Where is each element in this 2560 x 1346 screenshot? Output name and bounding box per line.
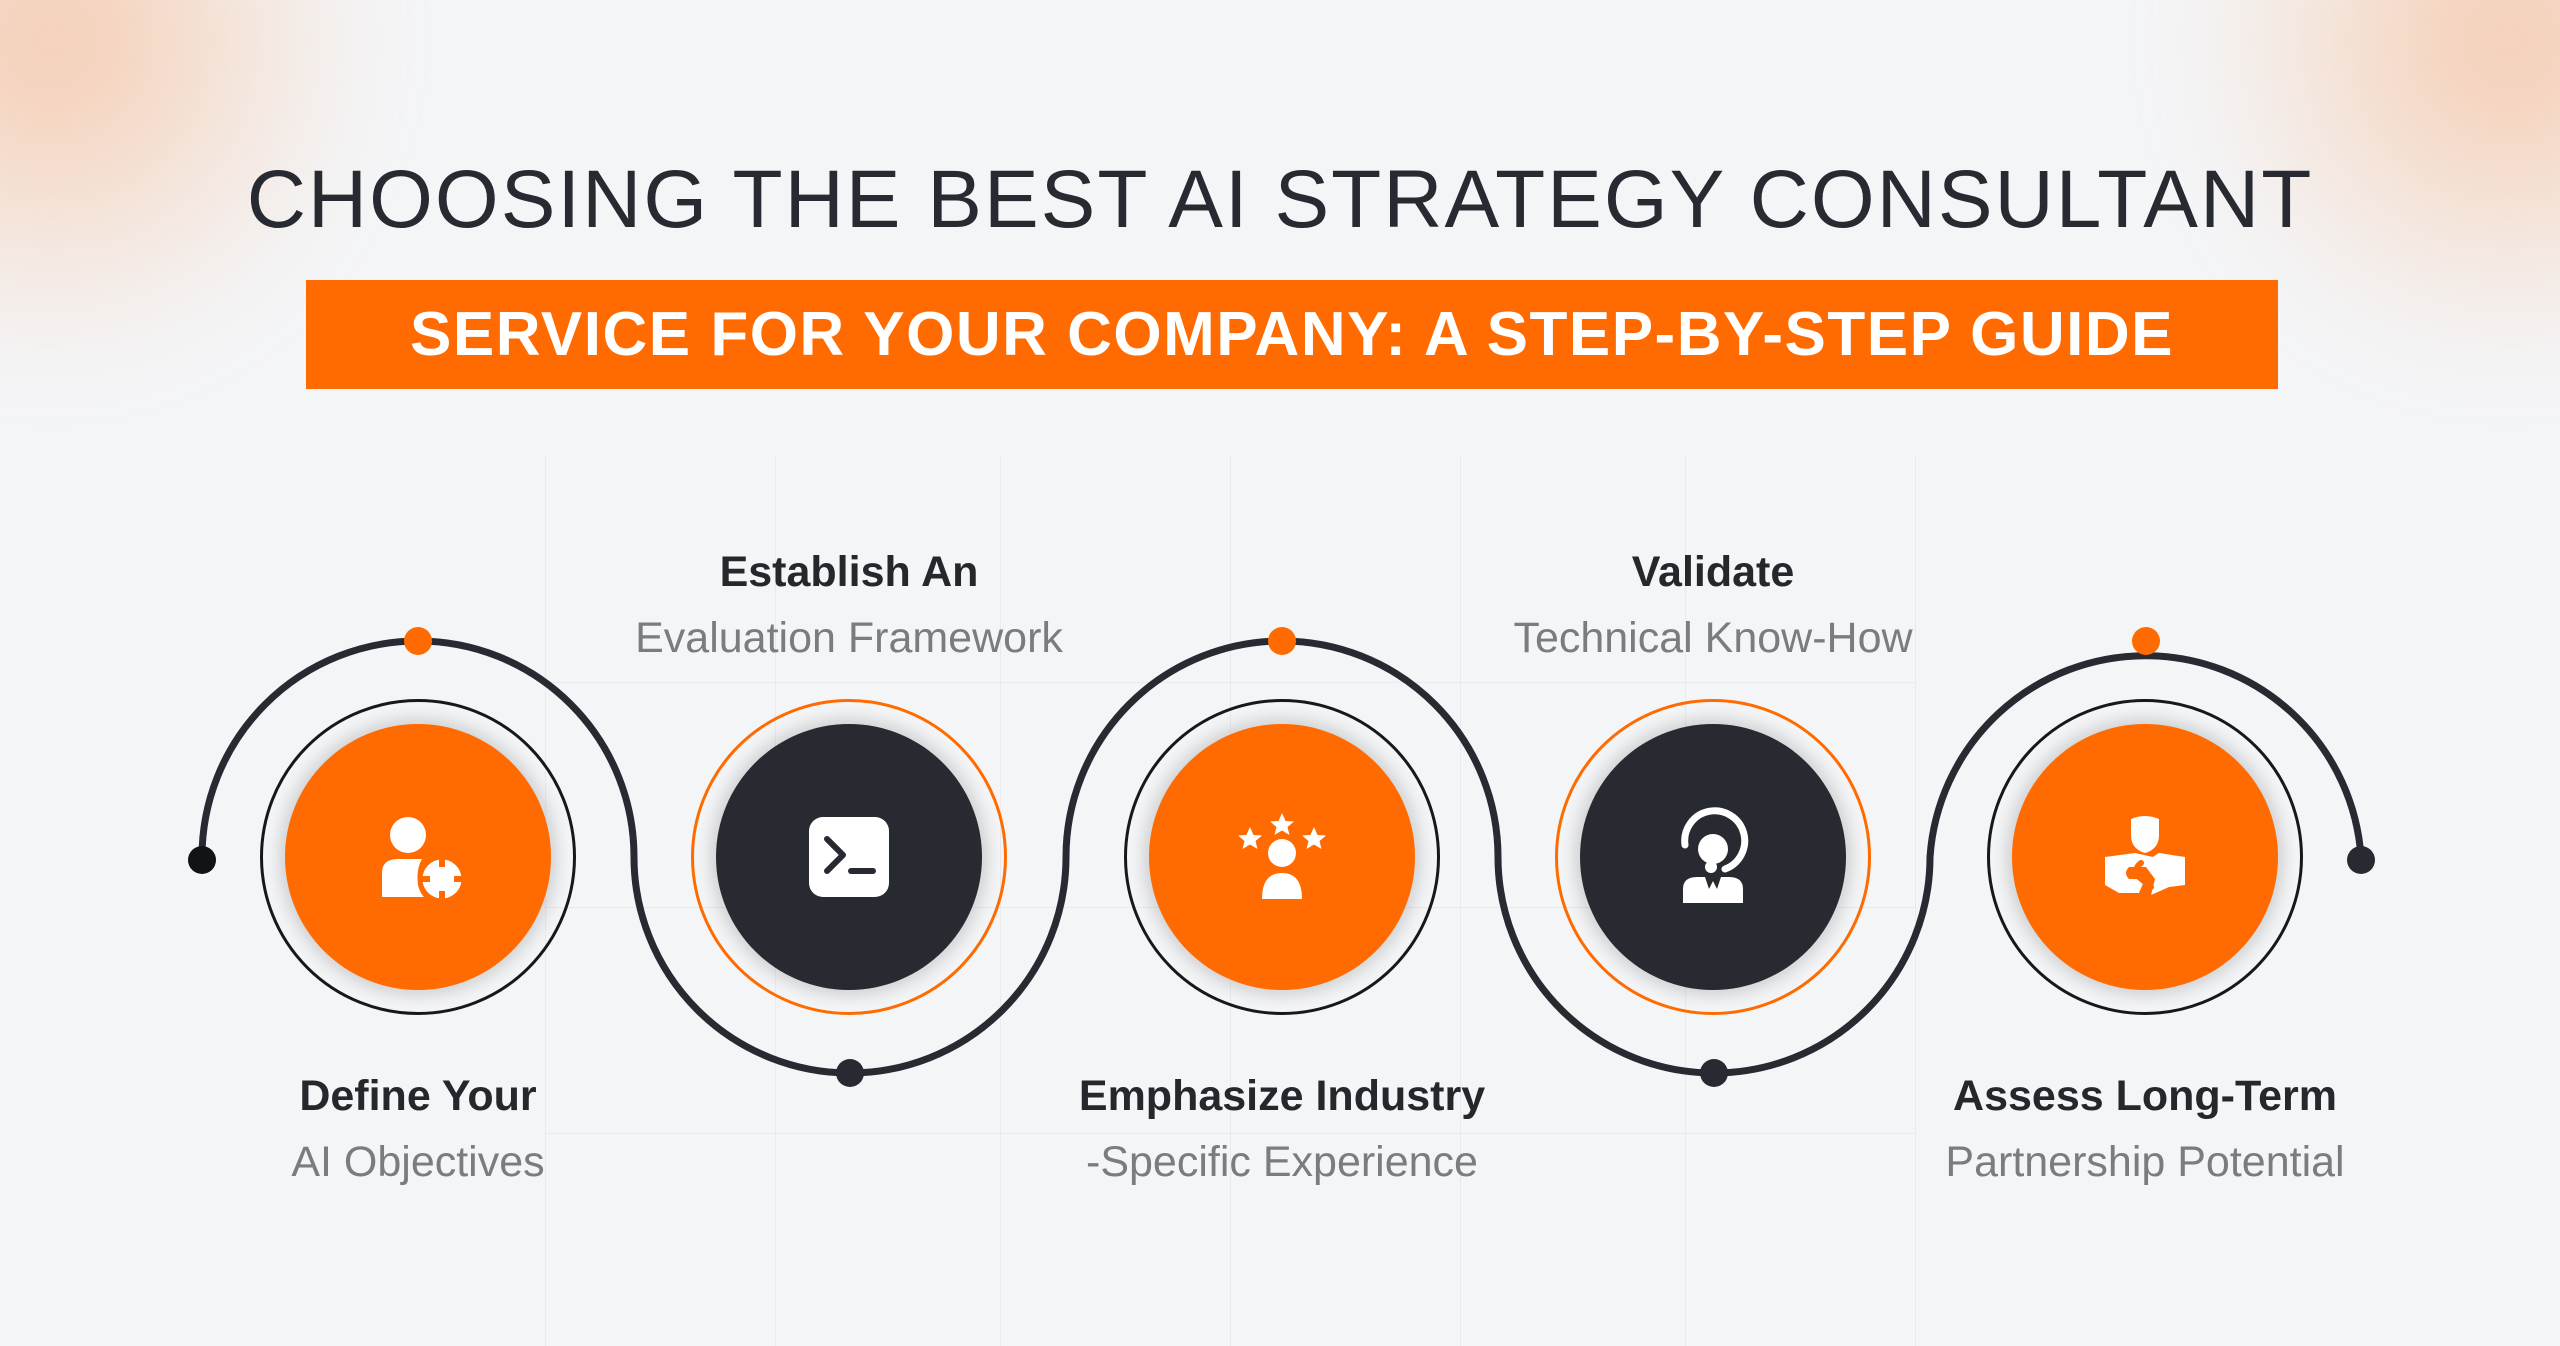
step-5-ring (1987, 699, 2303, 1015)
step-2-ring (691, 699, 1007, 1015)
step-4-ring (1555, 699, 1871, 1015)
step-5-node (1987, 699, 2303, 1015)
step-1-ring (260, 699, 576, 1015)
subtitle-text: SERVICE FOR YOUR COMPANY: A STEP-BY-STEP… (410, 300, 2174, 369)
dark-marker-dot (836, 1059, 864, 1087)
grid-line (545, 682, 1915, 683)
subtitle-banner: SERVICE FOR YOUR COMPANY: A STEP-BY-STEP… (306, 280, 2278, 389)
step-5-disk (2012, 724, 2278, 990)
path-end-dot (2347, 846, 2375, 874)
headset-support-icon (1681, 807, 1749, 903)
grid-line (1915, 455, 1916, 1346)
step-2-label: Establish An Evaluation Framework (569, 546, 1129, 664)
step-1-label: Define Your AI Objectives (138, 1070, 698, 1188)
step-4-disk (1580, 724, 1846, 990)
star-person-icon (1238, 813, 1326, 899)
orange-marker-dot (404, 627, 432, 655)
step-1-node (260, 699, 576, 1015)
step-1-subheading: AI Objectives (291, 1138, 545, 1186)
step-3-ring (1124, 699, 1440, 1015)
step-4-subheading: Technical Know-How (1513, 614, 1913, 662)
step-5-heading: Assess Long-Term (1953, 1072, 2337, 1120)
step-2-disk (716, 724, 982, 990)
path-start-dot (188, 846, 216, 874)
step-1-disk (285, 724, 551, 990)
step-5-subheading: Partnership Potential (1945, 1138, 2345, 1186)
orange-marker-dot (2132, 627, 2160, 655)
step-3-node (1124, 699, 1440, 1015)
step-3-label: Emphasize Industry -Specific Experience (1002, 1070, 1562, 1188)
grid-line (545, 1133, 1915, 1134)
user-target-icon (382, 817, 465, 902)
step-5-label: Assess Long-Term Partnership Potential (1865, 1070, 2425, 1188)
step-2-node (691, 699, 1007, 1015)
step-3-disk (1149, 724, 1415, 990)
step-1-heading: Define Your (299, 1072, 537, 1120)
page-title: CHOOSING THE BEST AI STRATEGY CONSULTANT (246, 154, 2314, 245)
step-4-heading: Validate (1631, 548, 1795, 596)
step-2-subheading: Evaluation Framework (635, 614, 1063, 662)
terminal-icon (809, 817, 889, 897)
dark-marker-dot (1700, 1059, 1728, 1087)
step-3-heading: Emphasize Industry (1078, 1072, 1486, 1120)
step-2-heading: Establish An (719, 548, 979, 596)
step-4-node (1555, 699, 1871, 1015)
orange-marker-dot (1268, 627, 1296, 655)
handshake-icon (2105, 816, 2185, 895)
step-4-label: Validate Technical Know-How (1433, 546, 1993, 664)
step-3-subheading: -Specific Experience (1086, 1138, 1478, 1186)
grid-line (1460, 455, 1461, 1346)
